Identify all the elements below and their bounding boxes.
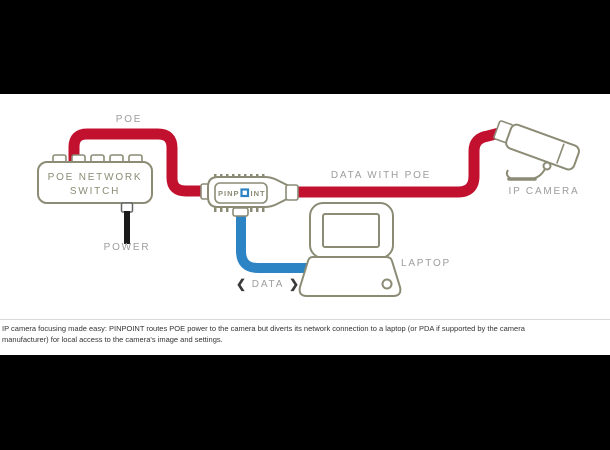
ip-camera-label: IP CAMERA	[508, 186, 579, 197]
data-with-poe-label: DATA WITH POE	[331, 170, 431, 181]
power-cable	[124, 211, 130, 244]
caption-line1: IP camera focusing made easy: PINPOINT r…	[2, 324, 525, 333]
laptop-trackball	[381, 278, 393, 290]
camera-hood-line	[556, 143, 565, 164]
pinpoint-device: PINP INT	[200, 174, 299, 217]
pinpoint-label: INT	[251, 189, 266, 198]
power-plug	[120, 202, 134, 213]
power-label: POWER	[104, 242, 151, 253]
diagram: POE NETWORK SWITCH PINP INT	[0, 94, 610, 319]
data-with-poe-cable	[288, 126, 505, 198]
laptop	[298, 202, 402, 297]
data-cable-blue	[236, 212, 308, 273]
laptop-screen-inner	[322, 213, 380, 248]
top-letterbox-bar	[0, 0, 610, 94]
pinpoint-label: PINP	[218, 189, 240, 198]
caption: IP camera focusing made easy: PINPOINT r…	[0, 319, 610, 355]
switch-label-line1: POE NETWORK	[48, 172, 143, 183]
poe-network-switch: POE NETWORK SWITCH	[37, 154, 153, 244]
laptop-base	[298, 256, 402, 297]
laptop-label: LAPTOP	[401, 258, 451, 269]
poe-cable	[68, 128, 210, 197]
caption-line2: manufacturer) for local access to the ca…	[2, 335, 223, 344]
data-label: DATA	[252, 279, 284, 290]
camera-bracket	[505, 161, 552, 181]
poe-label: POE	[116, 114, 143, 125]
bottom-letterbox-bar	[0, 355, 610, 450]
diagram-canvas: POE NETWORK SWITCH PINP INT	[37, 114, 580, 297]
switch-label-line2: SWITCH	[70, 186, 120, 197]
pinpoint-right-port	[285, 184, 299, 201]
pinpoint-logo-square	[240, 188, 250, 198]
switch-body	[37, 161, 153, 204]
camera-body	[505, 123, 580, 171]
data-arrow-left-icon: ❮	[236, 277, 246, 292]
data-arrow-right-icon: ❯	[289, 277, 299, 292]
ip-camera	[493, 120, 580, 181]
pinpoint-bottom-port	[232, 207, 249, 217]
